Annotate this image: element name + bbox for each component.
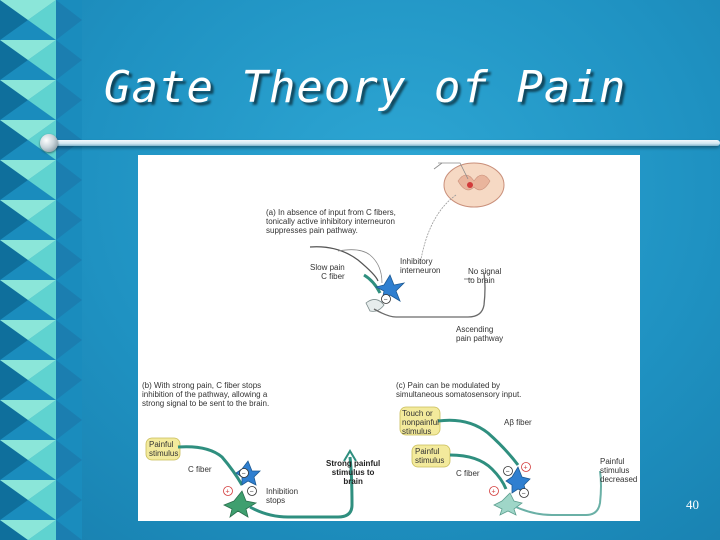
stimulus-decreased-label: Painful stimulus decreased	[600, 457, 638, 484]
decorative-triangle	[56, 160, 82, 200]
decorative-triangle	[28, 0, 56, 40]
svg-text:+: +	[226, 489, 230, 496]
svg-text:−: −	[522, 491, 526, 498]
decorative-triangle	[0, 40, 28, 80]
ascending-pathway-label: Ascending pain pathway	[456, 325, 504, 343]
decorative-triangle	[0, 400, 56, 420]
page-number: 40	[686, 497, 699, 512]
decorative-triangle	[0, 440, 28, 480]
decorative-triangle	[0, 120, 28, 160]
inhibitory-interneuron-label: Inhibitory interneuron	[400, 257, 441, 275]
decorative-triangle	[56, 480, 82, 520]
decorative-triangle	[0, 480, 56, 500]
decorative-triangle	[0, 400, 28, 440]
svg-text:+: +	[492, 489, 496, 496]
decorative-triangle	[0, 280, 56, 300]
decorative-triangle	[56, 80, 82, 120]
decorative-triangle	[56, 240, 82, 280]
decorative-triangle	[0, 120, 56, 140]
decorative-triangle	[28, 80, 56, 120]
decorative-triangle	[0, 200, 56, 220]
decorative-triangle	[28, 160, 56, 200]
decorative-triangle	[28, 440, 56, 480]
decorative-triangle	[28, 400, 56, 440]
decorative-triangle	[56, 320, 82, 360]
decorative-triangle	[0, 160, 56, 180]
svg-text:−: −	[384, 297, 388, 304]
strong-stimulus-label: Strong painful stimulus to brain	[326, 459, 381, 486]
abeta-fiber-label: Aβ fiber	[504, 418, 532, 427]
decorative-triangle	[0, 360, 56, 380]
decorative-triangle	[56, 0, 82, 40]
decorative-triangle	[0, 240, 56, 260]
panel-a-caption: (a) In absence of input from C fibers, t…	[266, 208, 396, 235]
decorative-triangle	[0, 0, 28, 40]
gate-theory-figure: − − + − −	[138, 155, 640, 521]
decorative-triangle	[28, 40, 56, 80]
decorative-triangle	[0, 80, 28, 120]
panel-a-drawing: −	[309, 246, 486, 318]
title-rule	[48, 140, 720, 146]
no-signal-label: No signal to brain	[468, 267, 502, 285]
decorative-triangle	[0, 160, 28, 200]
panel-b-painful-stimulus-label: Painful stimulus	[149, 440, 179, 458]
decorative-triangle	[28, 200, 56, 240]
panel-c-caption: (c) Pain can be modulated by simultaneou…	[396, 381, 522, 399]
decorative-triangle	[56, 360, 82, 400]
rule-bullet-icon	[40, 134, 58, 152]
panel-c-drawing: − + + −	[399, 406, 602, 516]
decorative-triangle	[0, 0, 56, 20]
decorative-triangle	[0, 280, 28, 320]
figure-drawing: − − + − −	[145, 162, 602, 519]
decorative-triangle	[0, 480, 28, 520]
slow-pain-label: Slow pain C fiber	[310, 263, 345, 281]
decorative-triangle	[56, 400, 82, 440]
decorative-triangle	[0, 80, 56, 100]
decorative-triangle	[56, 440, 82, 480]
decorative-triangle	[28, 280, 56, 320]
touch-stimulus-label: Touch or nonpainful stimulus	[402, 409, 439, 436]
slide-title: Gate Theory of Pain	[104, 62, 627, 113]
zoom-pointer-line	[419, 194, 457, 266]
decorative-triangle	[28, 360, 56, 400]
decorative-triangle	[28, 320, 56, 360]
svg-text:−: −	[250, 489, 254, 496]
decorative-triangle	[0, 520, 56, 540]
panel-b-c-fiber-label: C fiber	[188, 465, 212, 474]
spinal-cord-icon	[433, 162, 505, 208]
decorative-triangle	[0, 360, 28, 400]
decorative-triangle	[28, 240, 56, 280]
decorative-triangle	[56, 40, 82, 80]
panel-b-drawing: − + −	[145, 437, 357, 519]
decorative-triangle	[56, 200, 82, 240]
decorative-triangle	[0, 440, 56, 460]
panel-b-caption: (b) With strong pain, C fiber stops inhi…	[142, 381, 270, 408]
decorative-triangle	[0, 320, 56, 340]
decorative-triangle	[56, 280, 82, 320]
decorative-triangle-strip	[0, 0, 82, 540]
decorative-triangle	[56, 520, 82, 540]
decorative-triangle	[0, 40, 56, 60]
svg-text:−: −	[506, 469, 510, 476]
inhibition-stops-label: Inhibition stops	[266, 487, 299, 505]
svg-text:+: +	[524, 465, 528, 472]
decorative-triangle	[0, 320, 28, 360]
decorative-triangle	[0, 240, 28, 280]
svg-text:−: −	[242, 471, 246, 478]
panel-c-c-fiber-label: C fiber	[456, 469, 480, 478]
panel-c-painful-stimulus-label: Painful stimulus	[415, 447, 445, 465]
decorative-triangle	[28, 480, 56, 520]
interneuron-a	[374, 274, 406, 302]
decorative-triangle	[0, 200, 28, 240]
